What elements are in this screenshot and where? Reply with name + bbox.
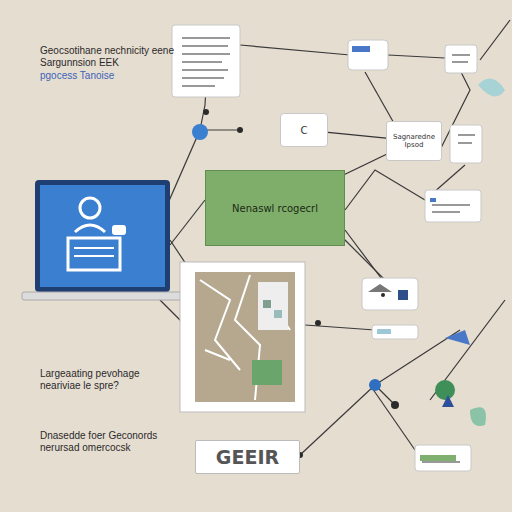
note-text: Geocsotihane nechnicity eene Sargunnsion… <box>40 45 180 69</box>
box-text: Nenaswl rcogecrl <box>232 203 318 214</box>
process-box: C <box>280 113 328 147</box>
connector <box>345 154 386 174</box>
connector <box>328 132 386 138</box>
process-box: Nenaswl rcogecrl <box>205 170 345 246</box>
process-box: Sagnaredne Ipsod <box>386 121 442 161</box>
note-text: Largeaating pevohage neariviae le spre? <box>40 368 165 392</box>
note-text: Dnasedde foer Geconords nerursad omercoc… <box>40 430 180 454</box>
box-text: Sagnaredne Ipsod <box>392 133 436 149</box>
process-box: GEEIR <box>195 440 300 474</box>
box-text: GEEIR <box>216 446 279 468</box>
note-text: pgocess Tanoise <box>40 70 150 82</box>
box-text: C <box>301 125 308 136</box>
